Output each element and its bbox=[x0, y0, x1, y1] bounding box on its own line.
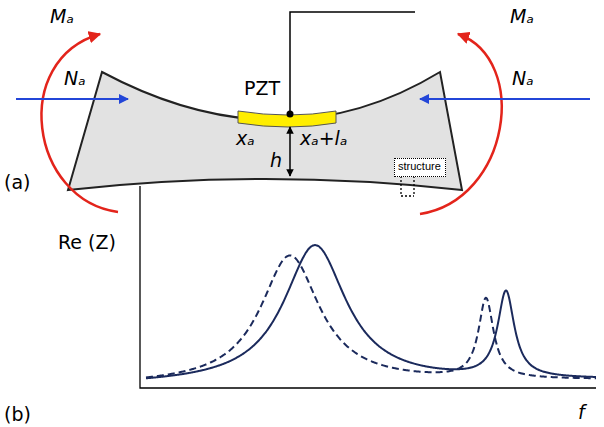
plot-axes bbox=[140, 186, 596, 388]
wire-dot bbox=[287, 111, 294, 118]
pzt-label: PZT bbox=[244, 78, 280, 99]
moment-label: Mₐ bbox=[50, 6, 74, 27]
beam-section bbox=[68, 72, 462, 190]
moment-arrow bbox=[420, 34, 502, 214]
impedance-curves bbox=[146, 245, 596, 378]
force-arrow bbox=[16, 98, 128, 100]
force-label: Nₐ bbox=[512, 68, 534, 89]
position-label: xₐ+lₐ bbox=[300, 128, 347, 149]
axis-label: Re (Z) bbox=[58, 232, 116, 253]
node-text: structure bbox=[398, 160, 442, 173]
panel-label: (b) bbox=[4, 404, 31, 425]
force-arrow bbox=[420, 98, 590, 100]
structure-box: structure bbox=[394, 158, 446, 177]
impedance-curve bbox=[146, 255, 596, 378]
position-label: xₐ bbox=[236, 128, 255, 149]
moment-arrow bbox=[41, 34, 118, 212]
panel-label: (a) bbox=[4, 172, 30, 193]
force-label: Nₐ bbox=[64, 68, 86, 89]
axis-label: f bbox=[578, 402, 585, 423]
impedance-curve bbox=[146, 245, 596, 378]
thickness-arrow bbox=[289, 127, 291, 176]
pzt-wire bbox=[290, 12, 415, 114]
thickness-label: h bbox=[270, 150, 282, 171]
pzt-patch bbox=[238, 111, 336, 127]
moment-label: Mₐ bbox=[510, 6, 534, 27]
structure-support bbox=[401, 176, 414, 196]
